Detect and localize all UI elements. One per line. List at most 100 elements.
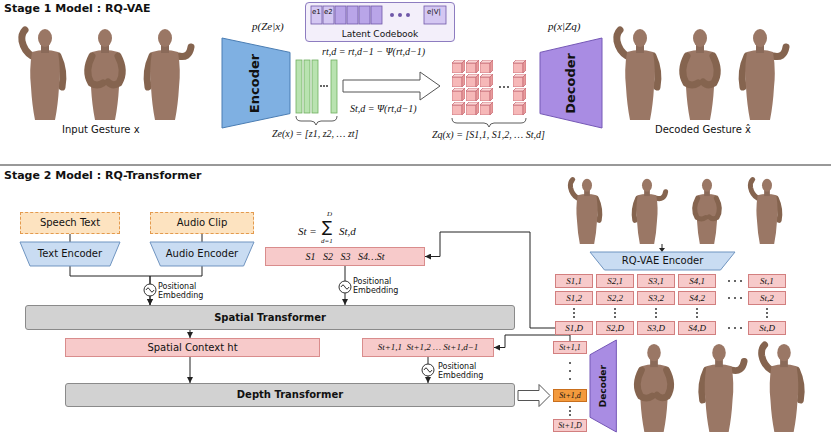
grid-dots xyxy=(740,280,742,282)
grid-dots xyxy=(573,316,575,318)
gesture-figure xyxy=(762,344,802,432)
latent-vectors xyxy=(312,60,318,113)
formula: St,d = Ψ(rt,d−1) xyxy=(350,103,417,115)
node-text: St+1,D xyxy=(558,421,581,430)
grid-dots xyxy=(766,308,768,310)
encoder-block: Encoder xyxy=(222,38,290,128)
latent-vectors xyxy=(320,85,322,87)
grid-dots xyxy=(569,410,571,412)
codebook-cells xyxy=(305,2,455,42)
token-cell: S2,D xyxy=(596,321,634,335)
node-text: Decoder xyxy=(564,53,579,114)
grid-dots xyxy=(734,297,736,299)
formula: p(x|Zq) xyxy=(548,20,580,33)
quantize-arrow xyxy=(343,72,440,100)
shape-fill xyxy=(20,242,120,266)
node-text: S2,1 xyxy=(607,276,623,286)
token-cell: St+1,d xyxy=(553,389,587,402)
node-text: S4,1 xyxy=(689,276,705,286)
positional-symbol xyxy=(144,284,156,296)
node-text: St,1 xyxy=(760,276,774,286)
shape-fill xyxy=(590,252,735,270)
grid-dots xyxy=(573,308,575,310)
token-cell: S2,1 xyxy=(596,274,634,288)
quantized-codes xyxy=(452,102,465,115)
encoder-block: Text Encoder xyxy=(20,242,120,266)
node-text: St,2 xyxy=(760,293,774,303)
connector xyxy=(202,234,203,242)
quantized-codes xyxy=(466,74,479,87)
grid-dots xyxy=(696,308,698,310)
formula: St = xyxy=(298,225,317,238)
gesture-figure xyxy=(750,179,779,244)
formula: rt,d = rt,d−1 − Ψ(rt,d−1) xyxy=(322,46,425,58)
quantized-codes xyxy=(452,118,526,127)
grid-dots xyxy=(696,312,698,314)
quantized-codes xyxy=(452,88,465,101)
node-text: S3,1 xyxy=(648,276,664,286)
quantized-codes xyxy=(507,86,509,88)
grid-dots xyxy=(569,406,571,408)
grid-dots xyxy=(766,316,768,318)
quantized-codes xyxy=(466,102,479,115)
token-cell: St,1 xyxy=(748,274,786,288)
latent-vectors xyxy=(326,85,328,87)
codebook-cells xyxy=(424,6,446,24)
input-box: Audio Clip xyxy=(150,212,254,234)
codebook-cells xyxy=(335,6,346,24)
token-cell: S2,2 xyxy=(596,291,634,305)
grid-dots xyxy=(614,316,616,318)
figure-caption: Input Gesture x xyxy=(62,124,140,136)
grid-dots xyxy=(569,370,571,372)
gesture-figure xyxy=(22,29,63,120)
gesture-figure xyxy=(637,344,670,432)
encode-arrow xyxy=(662,244,663,248)
grid-dots xyxy=(655,308,657,310)
node-text: S3,2 xyxy=(648,293,664,303)
connector xyxy=(70,266,150,305)
stage-divider xyxy=(0,165,831,166)
gesture-figure xyxy=(702,344,744,432)
quantized-codes xyxy=(452,74,465,87)
quantized-codes xyxy=(480,60,493,73)
node-text: S3,D xyxy=(647,323,665,333)
positional-symbol xyxy=(422,364,434,376)
node-text: S4,2 xyxy=(689,293,705,303)
token-cell: S3,2 xyxy=(637,291,675,305)
token-sequence: S1 S2 S3 S4…St xyxy=(265,247,425,266)
formula: ∑ xyxy=(322,219,332,236)
block-arrow xyxy=(518,385,550,407)
node-text: S1,D xyxy=(565,323,583,333)
connector xyxy=(190,330,191,338)
encoder-block: RQ-VAE Encoder xyxy=(590,252,735,270)
grid-dots xyxy=(766,312,768,314)
positional-symbol xyxy=(339,281,351,293)
codebook-cells xyxy=(323,6,334,24)
token-cell: S4,1 xyxy=(678,274,716,288)
token-cell: S3,D xyxy=(637,321,675,335)
grid-dots xyxy=(614,312,616,314)
formula: p(Ze|x) xyxy=(252,20,284,33)
embedding-label: Positional Embedding xyxy=(438,362,496,380)
codebook-cells xyxy=(311,6,322,24)
node-text: S4,D xyxy=(688,323,706,333)
formula: D xyxy=(327,210,332,218)
quantized-codes xyxy=(466,88,479,101)
latent-vectors xyxy=(304,60,310,113)
gesture-figure xyxy=(742,29,786,120)
formula: Ze(x) = [z1, z2, … zt] xyxy=(272,128,358,140)
grid-dots xyxy=(728,280,730,282)
latent-vectors xyxy=(296,60,337,125)
quantized-codes xyxy=(513,102,526,115)
codebook-cells xyxy=(359,6,370,24)
token-cell: S1,1 xyxy=(555,274,593,288)
quantized-codes xyxy=(452,60,465,73)
gesture-figure xyxy=(147,29,191,120)
node-text: Audio Encoder xyxy=(166,248,239,260)
grid-dots xyxy=(734,327,736,329)
token-cell: S1,D xyxy=(555,321,593,335)
node-text: Audio Clip xyxy=(177,217,228,229)
